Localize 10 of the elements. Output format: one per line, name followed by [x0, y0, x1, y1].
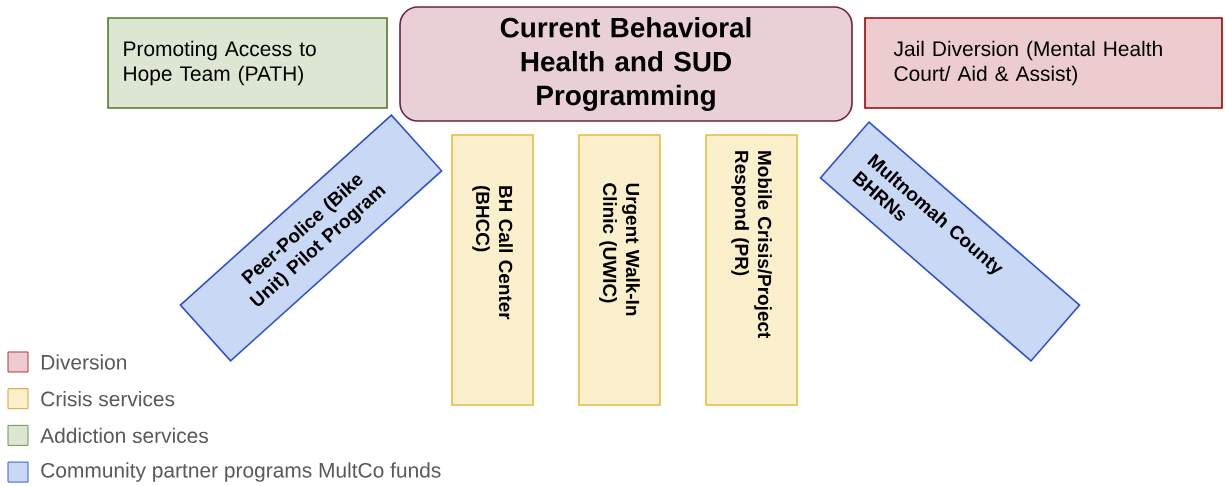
- legend-label: Crisis services: [41, 391, 175, 407]
- program-box: Urgent Walk-In Clinic (UWIC): [578, 134, 661, 406]
- legend-label: Community partner programs MultCo funds: [41, 462, 441, 482]
- legend-label: Diversion: [41, 354, 127, 370]
- program-box: Current Behavioral Health and SUD Programming: [399, 6, 853, 122]
- program-box: Promoting Access to Hope Team (PATH): [107, 17, 388, 109]
- program-box: BH Call Center (BHCC): [451, 134, 534, 406]
- legend-label: Addiction services: [40, 427, 208, 444]
- program-box: Mobile Crisis/Project Respond (PR): [705, 134, 798, 406]
- program-box: Jail Diversion (Mental Health Court/ Aid & Assist): [864, 17, 1223, 109]
